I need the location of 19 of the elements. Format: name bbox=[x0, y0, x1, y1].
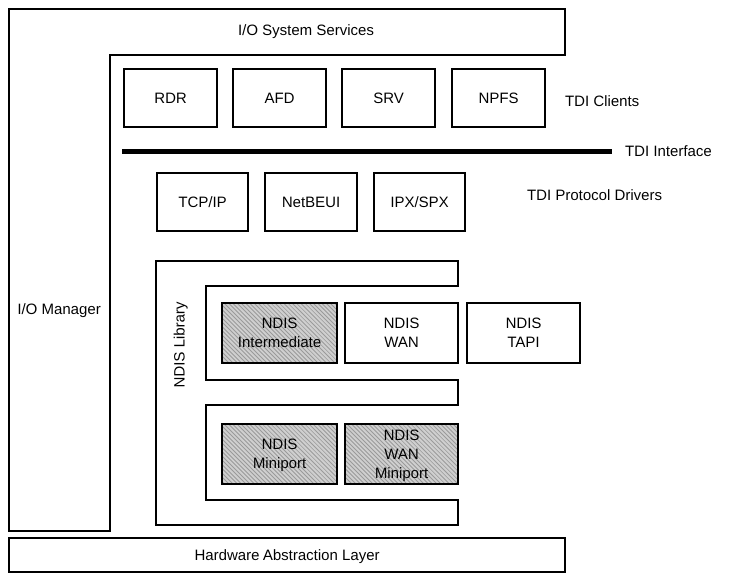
layer-title: I/O Manager bbox=[16, 300, 102, 319]
driver-box: NPFS bbox=[451, 68, 546, 128]
layer-band: Hardware Abstraction Layer bbox=[8, 537, 566, 573]
driver-box: IPX/SPX bbox=[373, 172, 466, 232]
layer-label: TDI Interface bbox=[625, 142, 712, 161]
driver-box: RDR bbox=[123, 68, 218, 128]
driver-box: NetBEUI bbox=[264, 172, 358, 232]
library-title: NDIS Library bbox=[170, 300, 190, 390]
layer-label: TDI Clients bbox=[565, 92, 640, 111]
shaded-driver-box: NDIS Miniport bbox=[221, 423, 338, 485]
driver-box: TCP/IP bbox=[156, 172, 249, 232]
layer-title: I/O System Services bbox=[238, 21, 374, 40]
layer-label: TDI Protocol Drivers bbox=[527, 186, 662, 205]
driver-box: AFD bbox=[232, 68, 327, 128]
shaded-driver-box: NDIS WAN Miniport bbox=[344, 423, 459, 485]
driver-box: NDIS WAN bbox=[344, 302, 459, 364]
driver-box: SRV bbox=[341, 68, 436, 128]
shaded-driver-box: NDIS Intermediate bbox=[221, 302, 338, 364]
driver-box: NDIS TAPI bbox=[466, 302, 581, 364]
